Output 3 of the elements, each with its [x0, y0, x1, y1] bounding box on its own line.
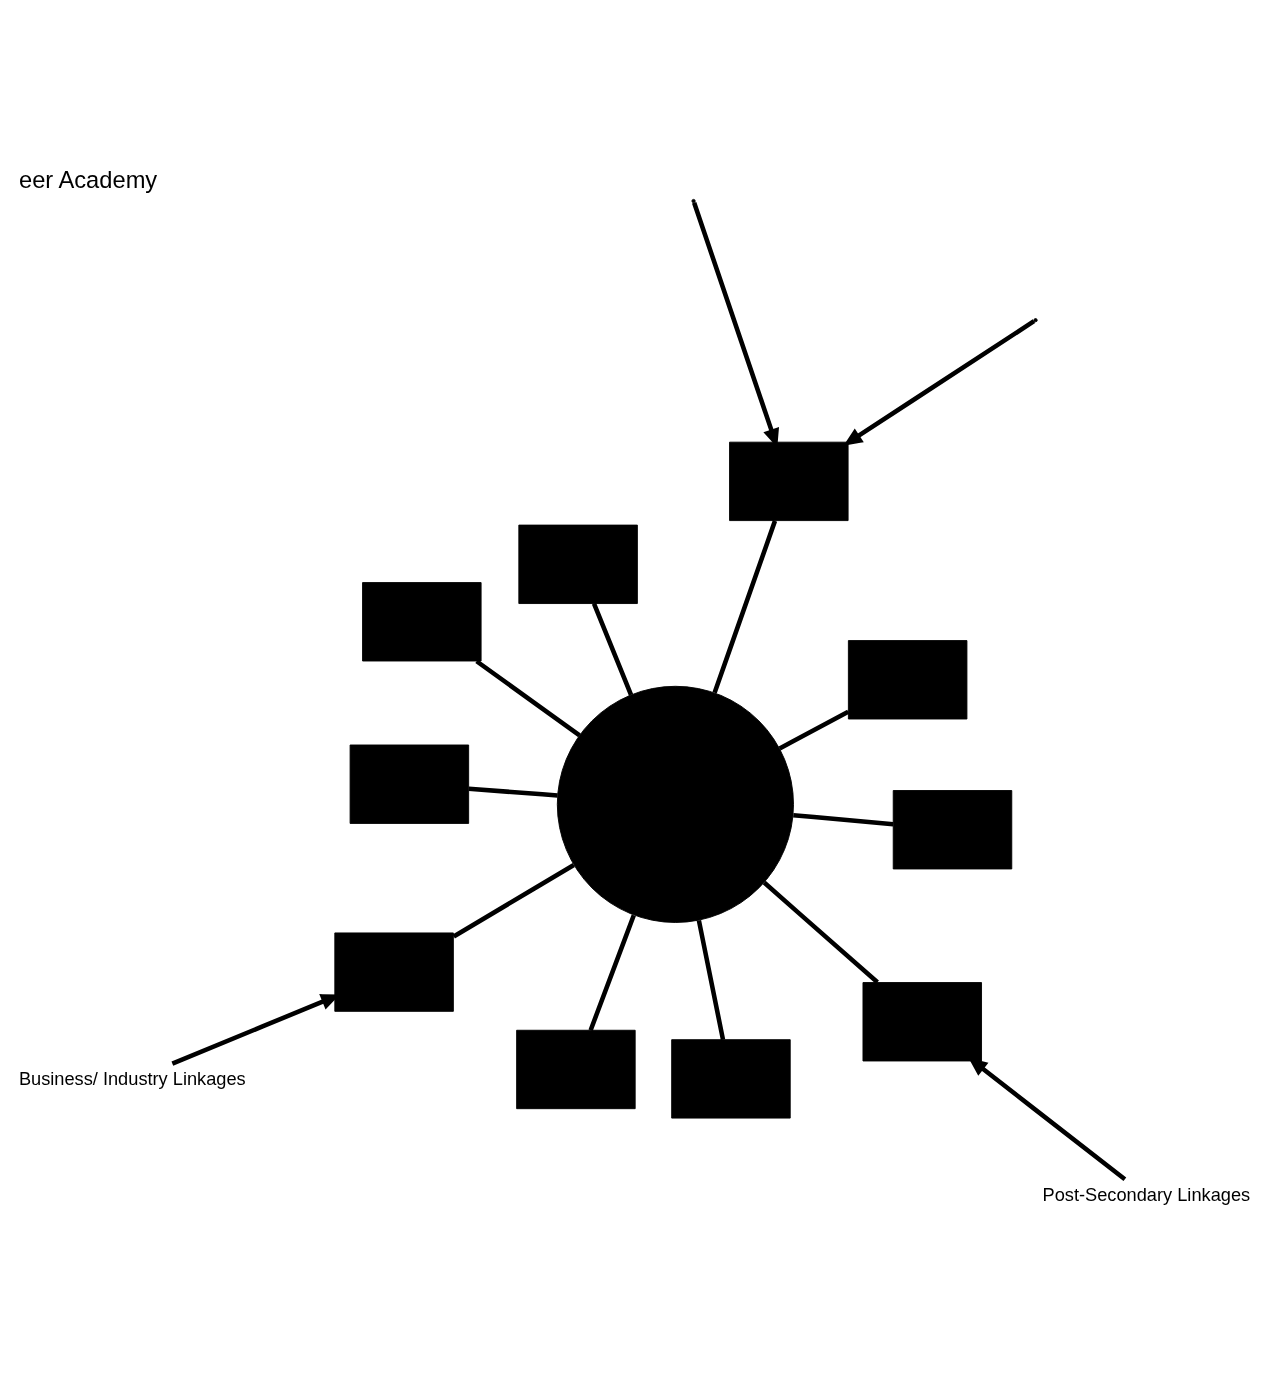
node-text: Business/ Industry Linkages: [18, 1067, 246, 1089]
node-text: Post-Secondary Linkages: [1042, 1183, 1251, 1205]
diagram-title: eer Academy: [18, 167, 158, 194]
